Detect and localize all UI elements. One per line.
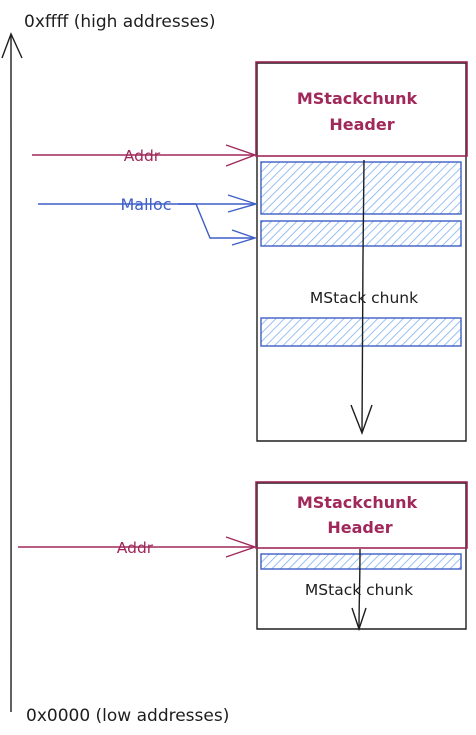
chunk-2-addr-arrow bbox=[18, 536, 258, 558]
chunk-1-addr-arrow bbox=[32, 144, 258, 167]
chunk-1-malloc-block-3 bbox=[260, 317, 462, 347]
mstack-chunk-1 bbox=[255, 61, 468, 442]
malloc-label: Malloc bbox=[120, 195, 171, 214]
low-address-label: 0x0000 (low addresses) bbox=[26, 706, 229, 726]
mstack-chunk-2 bbox=[255, 481, 468, 632]
chunk-2-body-label: MStack chunk bbox=[305, 581, 413, 599]
address-axis bbox=[1, 32, 23, 713]
chunk-1-malloc-block-1 bbox=[260, 161, 462, 215]
chunk-2-header-box bbox=[255, 481, 468, 549]
chunk-2-header-subtitle: Header bbox=[327, 518, 392, 537]
chunk-2-addr-label: Addr bbox=[117, 539, 154, 557]
high-address-label: 0xffff (high addresses) bbox=[24, 12, 216, 32]
chunk-2-malloc-block-1 bbox=[260, 553, 462, 570]
chunk-1-header-title: MStackchunk bbox=[297, 89, 418, 108]
malloc-arrow bbox=[38, 194, 259, 246]
chunk-2-growth-arrow bbox=[358, 548, 361, 629]
chunk-1-growth-arrow bbox=[361, 159, 365, 433]
chunk-1-header-subtitle: Header bbox=[329, 115, 394, 134]
chunk-1-malloc-block-2 bbox=[260, 220, 462, 247]
chunk-1-addr-label: Addr bbox=[124, 147, 161, 165]
chunk-1-body-label: MStack chunk bbox=[310, 289, 418, 307]
chunk-1-header-box bbox=[255, 61, 468, 157]
chunk-2-header-title: MStackchunk bbox=[297, 493, 418, 512]
